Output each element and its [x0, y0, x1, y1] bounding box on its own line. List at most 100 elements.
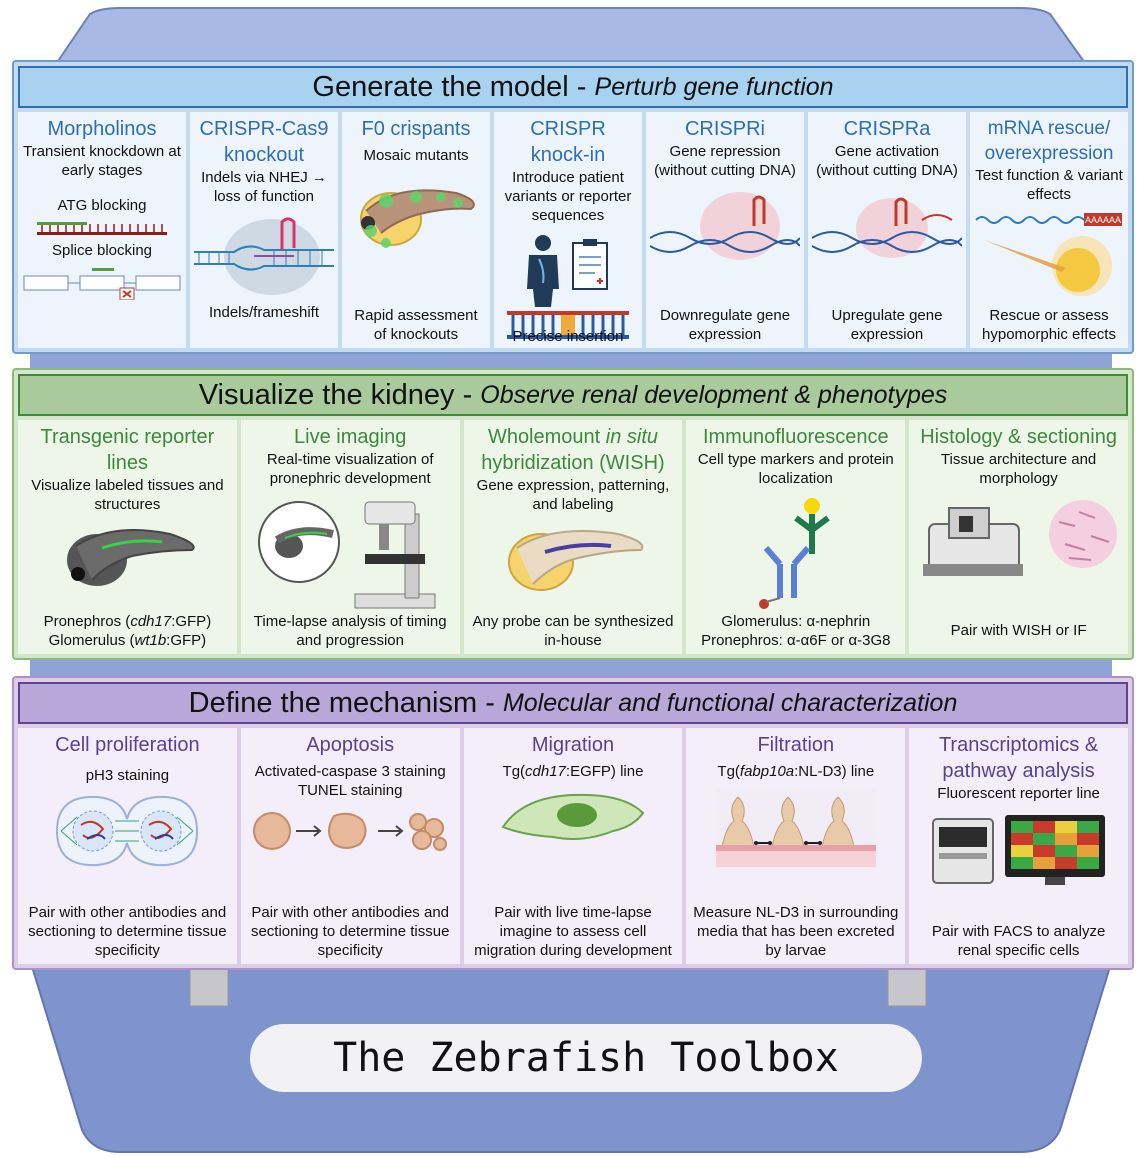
panel-footer: Measure NL-D3 in surrounding media that …: [693, 904, 899, 959]
toolbox-title: The Zebrafish Toolbox: [250, 1024, 922, 1092]
panel-filtration: Filtration Tg(fabp10a:NL-D3) line Measur…: [686, 728, 906, 964]
panel-footer: Pair with live time-lapse imagine to ass…: [474, 904, 672, 959]
banner-title: Define the mechanism -: [188, 686, 495, 719]
section-banner-define: Define the mechanism - Molecular and fun…: [18, 682, 1128, 724]
panel-footer: Time-lapse analysis of timing and progre…: [253, 613, 447, 649]
cas9-icon: [194, 217, 334, 295]
panel-description: Tg(cdh17:EGFP) line: [502, 763, 644, 780]
glomerulus-marker: Glomerulus: α-nephrin: [721, 613, 871, 630]
banner-title: Visualize the kidney -: [198, 378, 473, 411]
zebrafish-embryo-icon: [67, 529, 196, 586]
panel-title: CRISPRi: [684, 118, 765, 140]
panel-footer: Pair with WISH or IF: [950, 622, 1087, 639]
panel-title: Histology & sectioning: [920, 426, 1117, 448]
panel-title: CRISPRa: [843, 118, 931, 140]
panel-transgenic-reporter-lines: Transgenic reporter lines Visualize labe…: [18, 420, 237, 654]
panel-footer: Precise insertion: [512, 328, 624, 345]
pronephros-marker: Pronephros: α-α6F or α-3G8: [701, 632, 891, 649]
transgenic-lines-footer: Pronephros (cdh17:GFP) Glomerulus (wt1b:…: [22, 612, 233, 650]
panel-footer: Rapid assessment of knockouts: [354, 307, 478, 343]
panel-morpholinos: Morpholinos Transient knockdown at early…: [18, 112, 186, 348]
panel-wish: Wholemount in situ hybridization (WISH) …: [463, 420, 683, 654]
sequencer-icon: [931, 815, 1105, 885]
banner-subtitle: Perturb gene function: [594, 72, 834, 101]
panel-migration: Migration Tg(cdh17:EGFP) line Pair with …: [463, 728, 683, 964]
panel-crispr-cas9-knockout: CRISPR-Cas9 knockout Indels via NHEJ → l…: [190, 112, 338, 348]
panel-crispr-knock-in: CRISPR knock-in Introduce patient varian…: [494, 112, 642, 348]
panel-description: Gene activation (without cutting DNA): [816, 143, 958, 179]
panel-title: Apoptosis: [306, 734, 395, 756]
panel-title: Morpholinos: [47, 118, 157, 140]
dcas9-repression-icon: [650, 192, 800, 260]
splice-blocking-label: Splice blocking: [51, 242, 153, 259]
panel-description: Mosaic mutants: [363, 147, 469, 164]
dcas9-activation-icon: [812, 197, 962, 258]
panel-title: CRISPR knock-in: [530, 118, 606, 166]
panel-live-imaging: Live imaging Real-time visualization of …: [240, 420, 460, 654]
panel-description: Introduce patient variants or reporter s…: [504, 169, 632, 224]
section-define-mechanism: Define the mechanism - Molecular and fun…: [12, 676, 1134, 970]
banner-subtitle: Observe renal development & phenotypes: [480, 380, 948, 409]
panel-description: Tg(fabp10a:NL-D3) line: [717, 763, 875, 780]
patient-icon: [507, 235, 629, 339]
panel-description: Tissue architecture and morphology: [940, 451, 1097, 487]
antibody-icon: [758, 498, 830, 609]
panel-footer: Pair with other antibodies and sectionin…: [28, 904, 227, 959]
microtome-icon: [922, 500, 1117, 576]
panel-title: Transcriptomics & pathway analysis: [938, 734, 1099, 782]
panel-title: CRISPR-Cas9 knockout: [199, 118, 329, 166]
panel-crispri: CRISPRi Gene repression (without cutting…: [646, 112, 804, 348]
panel-f0-crispants: F0 crispants Mosaic mutants Rapid assess…: [342, 112, 490, 348]
panel-description: Transient knockdown at early stages: [23, 143, 181, 179]
banner-subtitle: Molecular and functional characterizatio…: [502, 688, 958, 717]
panel-footer: Upregulate gene expression: [831, 307, 943, 343]
panel-title: Cell proliferation: [55, 734, 200, 756]
panel-mrna-rescue: mRNA rescue/ overexpression Test functio…: [970, 112, 1128, 348]
panel-footer: Any probe can be synthesized in-house: [472, 613, 674, 649]
panel-description: Activated-caspase 3 staining TUNEL stain…: [254, 763, 446, 799]
panel-title: Wholemount in situ hybridization (WISH): [481, 426, 665, 474]
glomerulus-line: Glomerulus (wt1b:GFP): [48, 632, 207, 649]
panel-cell-proliferation: Cell proliferation pH3 staining Pair wit…: [18, 728, 237, 964]
panel-apoptosis: Apoptosis Activated-caspase 3 staining T…: [240, 728, 460, 964]
panel-title: Live imaging: [294, 426, 407, 448]
panel-description: Indels via NHEJ → loss of function: [201, 169, 327, 205]
panel-description: Fluorescent reporter line: [937, 785, 1100, 802]
panel-title: Migration: [531, 734, 615, 756]
microscope-icon: [258, 501, 436, 609]
panel-description: Visualize labeled tissues and structures: [31, 477, 224, 513]
clipboard-icon: [572, 239, 608, 290]
polya-tail: AAAAAA: [1085, 215, 1121, 225]
banner-title: Generate the model -: [312, 70, 587, 103]
injection-needle-icon: AAAAAA: [975, 213, 1122, 296]
heatmap-icon: [1004, 815, 1105, 885]
atg-blocking-label: ATG blocking: [57, 197, 147, 214]
panel-description: Cell type markers and protein localizati…: [697, 451, 894, 487]
panel-title: F0 crispants: [361, 118, 471, 140]
apoptotic-cell-icon: [253, 812, 448, 851]
section-banner-visualize: Visualize the kidney - Observe renal dev…: [18, 374, 1128, 416]
section-visualize-kidney: Visualize the kidney - Observe renal dev…: [12, 368, 1134, 660]
zebrafish-embryo-icon: [507, 530, 644, 591]
pronephros-line: Pronephros (cdh17:GFP): [43, 613, 212, 630]
dna-icon: [37, 222, 167, 235]
panel-description: Gene repression (without cutting DNA): [654, 143, 796, 179]
panel-description: Gene expression, patterning, and labelin…: [476, 477, 670, 513]
zebrafish-embryo-icon: [360, 189, 475, 248]
panel-description: pH3 staining: [85, 767, 170, 784]
panel-footer: Pair with FACS to analyze renal specific…: [931, 923, 1106, 959]
panel-description: Test function & variant effects: [975, 167, 1123, 203]
migrating-cell-icon: [501, 793, 645, 840]
panel-footer: Downregulate gene expression: [659, 307, 791, 343]
panel-footer: Pair with other antibodies and sectionin…: [250, 904, 450, 959]
panel-crispra: CRISPRa Gene activation (without cutting…: [808, 112, 966, 348]
glomerulus-icon: [715, 787, 876, 867]
panel-title: Transgenic reporter lines: [40, 426, 215, 474]
panel-title: Filtration: [757, 734, 835, 756]
panel-footer: Indels/frameshift: [208, 304, 320, 321]
panel-description: Real-time visualization of pronephric de…: [266, 451, 434, 487]
panel-transcriptomics: Transcriptomics & pathway analysis Fluor…: [909, 728, 1128, 964]
panel-footer: Rescue or assess hypomorphic effects: [982, 307, 1116, 343]
dividing-cell-icon: [56, 795, 199, 867]
panel-immunofluorescence: Immunofluorescence Cell type markers and…: [686, 420, 906, 654]
